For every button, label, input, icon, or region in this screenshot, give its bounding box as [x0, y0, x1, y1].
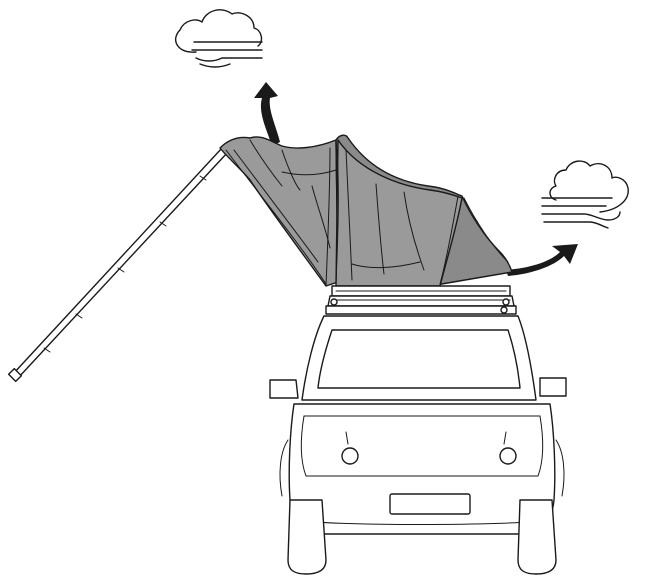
- awning-pole: [9, 148, 228, 381]
- suv-rear-view: [270, 316, 566, 574]
- rooftop-tent: [220, 135, 512, 296]
- cloud-wind-icon: [176, 10, 262, 67]
- cloud-wind-icon: [542, 161, 628, 228]
- wind-arrow-icon: [506, 244, 578, 276]
- tent-base-rack: [326, 296, 516, 314]
